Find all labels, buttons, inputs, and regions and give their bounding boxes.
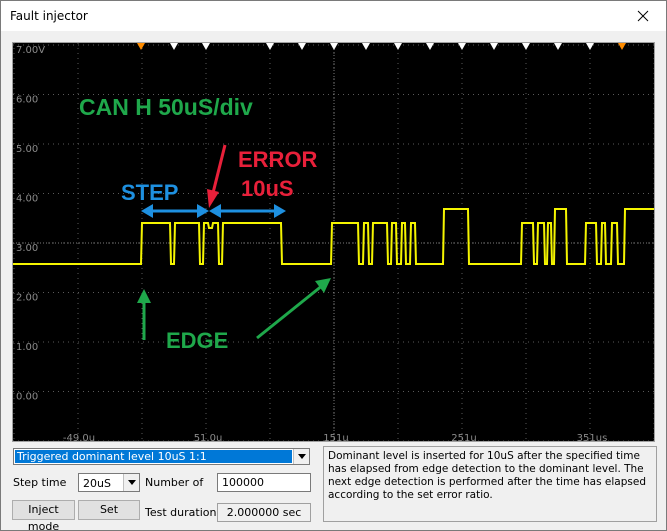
set-button[interactable]: Set (78, 500, 140, 520)
trigger-marker (266, 43, 274, 50)
trigger-marker (618, 43, 626, 50)
x-tick-label: 51.0u (194, 433, 223, 442)
y-tick-label: 5.00 (16, 144, 38, 155)
trigger-marker (426, 43, 434, 50)
x-tick-label: 351us (577, 433, 608, 442)
error-width-arrow (209, 204, 286, 218)
y-tick-label: 0.00 (16, 392, 38, 403)
y-tick-label: 3.00 (16, 243, 38, 254)
oscilloscope-display: 7.00V 6.00 5.00 4.00 3.00 2.00 1.00 0.00 -49.0u… (12, 42, 655, 442)
edge-arrow-right (256, 278, 331, 340)
trigger-marker (394, 43, 402, 50)
annotation-edge: EDGE (166, 328, 228, 353)
close-icon (637, 10, 649, 22)
oscilloscope-plot: 7.00V 6.00 5.00 4.00 3.00 2.00 1.00 0.00 -49.0u… (13, 43, 654, 442)
step-time-label: Step time (13, 476, 67, 489)
trigger-marker (362, 43, 370, 50)
y-tick-label: 7.00V (16, 45, 45, 56)
trigger-marker (137, 43, 145, 50)
step-arrow (141, 204, 209, 218)
annotation-step: STEP (121, 180, 178, 205)
y-tick-label: 1.00 (16, 342, 38, 353)
y-tick-label: 2.00 (16, 293, 38, 304)
close-button[interactable] (620, 1, 666, 31)
trigger-marker (490, 43, 498, 50)
inject-mode-value: Triggered dominant level 10uS 1:1 (15, 450, 292, 463)
scope-trigger-markers (137, 43, 626, 50)
scope-x-labels: -49.0u 51.0u 151u 251u 351us (63, 433, 608, 442)
number-of-input[interactable]: 100000 (217, 473, 311, 492)
x-tick-label: -49.0u (63, 433, 95, 442)
window-title: Fault injector (10, 9, 88, 23)
x-tick-label: 151u (323, 433, 348, 442)
trigger-marker (554, 43, 562, 50)
annotation-error: ERROR (238, 147, 318, 172)
scope-y-labels: 7.00V 6.00 5.00 4.00 3.00 2.00 1.00 0.00 (16, 45, 45, 403)
trigger-marker (202, 43, 210, 50)
inject-mode-select[interactable]: Triggered dominant level 10uS 1:1 (13, 448, 310, 465)
scope-grid (13, 43, 654, 441)
step-time-select[interactable]: 20uS (78, 473, 140, 492)
number-of-label: Number of (145, 476, 204, 489)
trigger-marker (458, 43, 466, 50)
annotation-error-duration: 10uS (241, 176, 294, 201)
trigger-marker (522, 43, 530, 50)
trigger-marker (170, 43, 178, 50)
step-time-value: 20uS (83, 477, 111, 490)
test-duration-value: 2.000000 sec (217, 503, 311, 522)
trigger-marker (586, 43, 594, 50)
inject-mode-button[interactable]: Inject mode (12, 500, 75, 531)
trigger-marker (330, 43, 338, 50)
x-tick-label: 251u (451, 433, 476, 442)
test-duration-label: Test duration (145, 506, 217, 519)
trigger-marker (298, 43, 306, 50)
error-pointer-arrow (207, 144, 227, 208)
chevron-down-icon[interactable] (293, 449, 309, 464)
y-tick-label: 6.00 (16, 95, 38, 106)
chevron-down-icon[interactable] (123, 474, 139, 491)
title-bar: Fault injector (1, 1, 666, 31)
y-tick-label: 4.00 (16, 194, 38, 205)
edge-arrow-left (137, 289, 151, 340)
annotation-title: CAN H 50uS/div (79, 94, 253, 120)
can-h-trace (13, 208, 654, 265)
mode-description: Dominant level is inserted for 10uS afte… (323, 446, 657, 522)
